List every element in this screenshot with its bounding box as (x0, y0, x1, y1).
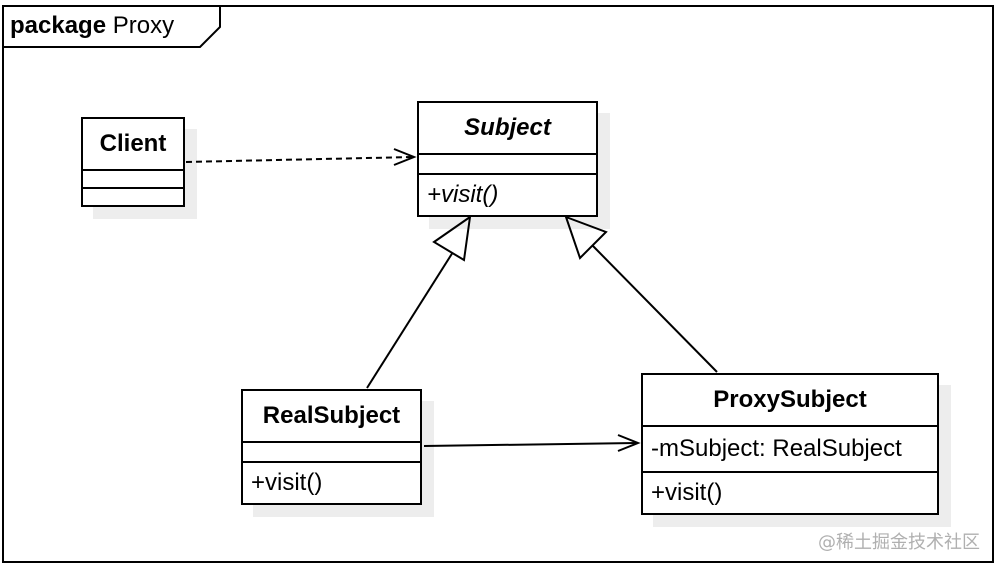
realsubject-attributes (243, 443, 420, 463)
proxysubject-attribute: -mSubject: RealSubject (643, 427, 937, 473)
realsubject-class[interactable]: RealSubject +visit() (241, 389, 422, 505)
proxysubject-class[interactable]: ProxySubject -mSubject: RealSubject +vis… (641, 373, 939, 515)
client-attributes (83, 171, 183, 189)
realsubject-generalization-arrowhead (432, 214, 472, 262)
package-label: package Proxy (10, 12, 174, 40)
association-line (423, 442, 639, 447)
proxysubject-class-name: ProxySubject (643, 375, 937, 427)
subject-operation: +visit() (427, 181, 499, 208)
dependency-arrowhead (393, 148, 417, 166)
dependency-line (185, 156, 415, 163)
package-tab (2, 5, 221, 48)
proxysubject-generalization-line (592, 245, 718, 373)
package-frame (2, 5, 994, 563)
package-keyword: package (10, 12, 107, 39)
client-class[interactable]: Client (81, 117, 185, 207)
association-arrowhead (617, 434, 641, 452)
subject-class-name: Subject (419, 103, 596, 155)
realsubject-operation: +visit() (251, 469, 323, 496)
subject-attributes (419, 155, 596, 175)
package-name: Proxy (112, 12, 175, 39)
client-operations (83, 189, 183, 205)
client-class-name: Client (83, 119, 183, 171)
proxysubject-operation: +visit() (651, 479, 723, 506)
proxysubject-generalization-arrowhead (564, 215, 608, 260)
subject-class[interactable]: Subject +visit() (417, 101, 598, 217)
realsubject-class-name: RealSubject (243, 391, 420, 443)
watermark: @稀土掘金技术社区 (818, 532, 980, 553)
realsubject-generalization-line (366, 251, 454, 389)
